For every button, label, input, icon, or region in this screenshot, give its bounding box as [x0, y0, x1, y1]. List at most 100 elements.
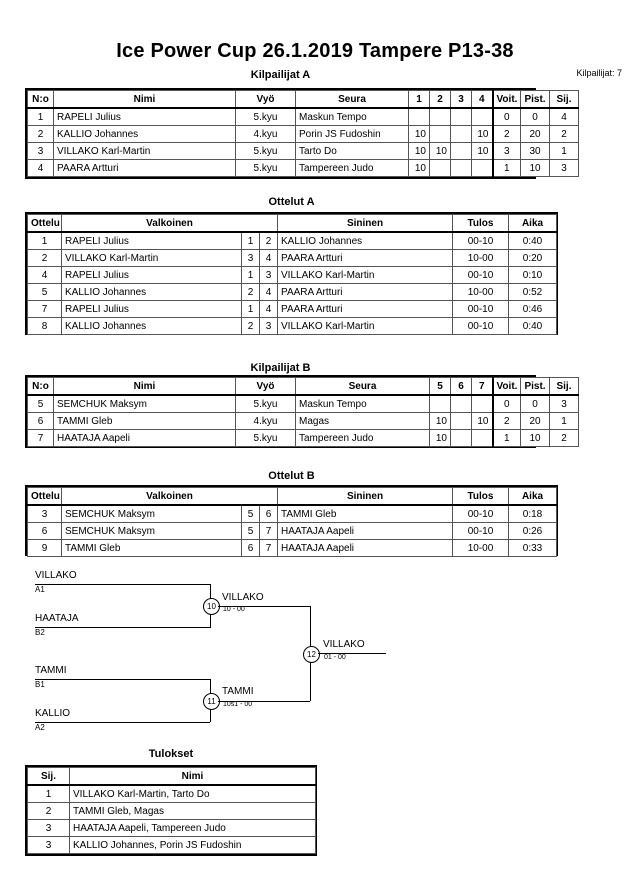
cell-opponent-2: 10 [429, 142, 451, 160]
cell-white-name: KALLIO Johannes [61, 283, 242, 301]
cell-club: Maskun Tempo [295, 394, 430, 413]
cell-blue-name: PAARA Artturi [277, 249, 454, 267]
cell-wins: 2 [491, 125, 521, 143]
bracket-match-number-10: 10 [203, 598, 220, 615]
cell-white-no: 2 [241, 317, 260, 335]
page-title: Ice Power Cup 26.1.2019 Tampere P13-38 [116, 40, 514, 62]
bracket-line [35, 627, 210, 628]
cell-white-name: VILLAKO Karl-Martin [61, 249, 242, 267]
col-result: Tulos [452, 487, 510, 506]
col-name: Nimi [69, 767, 316, 786]
cell-white-name: TAMMI Gleb [61, 539, 242, 557]
col-op-7: 7 [471, 377, 493, 396]
cell-club: Porin JS Fudoshin [295, 125, 409, 143]
matches-b-caption: Ottelut B [268, 470, 315, 482]
cell-white-name: SEMCHUK Maksym [61, 504, 242, 523]
pool-a-caption: Kilpailijat A [250, 69, 311, 81]
cell-club: Maskun Tempo [295, 107, 409, 126]
pool-a-header-row: N:o Nimi Vyö Seura 1 2 3 4 Voit. Pist. S… [27, 90, 579, 109]
cell-match-no: 7 [27, 300, 62, 318]
cell-time: 0:40 [508, 317, 558, 335]
cell-place: 2 [549, 429, 579, 447]
cell-opponent-1: 10 [408, 125, 430, 143]
cell-opponent-2 [450, 412, 472, 430]
cell-opponent-3 [471, 394, 493, 413]
cell-wins: 1 [491, 159, 521, 177]
bracket-seed-code-3: B1 [35, 680, 45, 689]
cell-time: 0:52 [508, 283, 558, 301]
pool-b-table: N:o Nimi Vyö Seura 5 6 7 Voit. Pist. Sij… [27, 377, 579, 447]
cell-white-no: 6 [241, 539, 260, 557]
cell-name: KALLIO Johannes [53, 125, 236, 143]
col-white: Valkoinen [60, 487, 279, 506]
cell-opponent-3 [450, 142, 472, 160]
cell-blue-name: PAARA Artturi [277, 300, 454, 318]
cell-white-name: RAPELI Julius [61, 300, 242, 318]
cell-blue-name: HAATAJA Aapeli [277, 522, 454, 540]
cell-opponent-4 [471, 159, 493, 177]
bracket-seed-name-4: KALLIO [35, 708, 71, 719]
cell-white-no: 5 [241, 522, 260, 540]
cell-blue-name: TAMMI Gleb [277, 504, 454, 523]
bracket-line [218, 606, 310, 607]
col-time: Aika [508, 487, 558, 506]
cell-time: 0:20 [508, 249, 558, 267]
cell-blue-no: 4 [258, 283, 279, 301]
cell-white-no: 1 [241, 300, 260, 318]
cell-points: 10 [520, 159, 550, 177]
bracket-seed-code-4: A2 [35, 723, 45, 732]
cell-blue-name: KALLIO Johannes [277, 231, 454, 250]
cell-match-no: 8 [27, 317, 62, 335]
col-name: Nimi [53, 90, 236, 109]
col-place: Sij. [27, 767, 70, 786]
cell-match-no: 1 [27, 231, 62, 250]
cell-points: 10 [520, 429, 550, 447]
cell-place: 1 [27, 784, 70, 803]
cell-name: PAARA Artturi [53, 159, 236, 177]
col-time: Aika [508, 214, 558, 233]
bracket-seed-name-2: HAATAJA [35, 613, 79, 624]
cell-opponent-4 [471, 107, 493, 126]
cell-name: TAMMI Gleb [53, 412, 236, 430]
cell-blue-no: 3 [258, 266, 279, 284]
cell-blue-name: PAARA Artturi [277, 283, 454, 301]
cell-match-no: 6 [27, 522, 62, 540]
col-op-4: 4 [471, 90, 493, 109]
bracket-seed-name-1: VILLAKO [35, 570, 77, 581]
cell-white-no: 3 [241, 249, 260, 267]
cell-result: 10-00 [452, 539, 510, 557]
cell-blue-no: 7 [258, 539, 279, 557]
cell-belt: 4.kyu [235, 412, 296, 430]
cell-result: 00-10 [452, 231, 510, 250]
cell-opponent-4: 10 [471, 125, 493, 143]
bracket-seed-code-1: A1 [35, 585, 45, 594]
cell-place: 3 [549, 394, 579, 413]
cell-result: 00-10 [452, 504, 510, 523]
matches-a-header-row: Ottelu Valkoinen Sininen Tulos Aika [27, 214, 558, 233]
cell-no: 6 [27, 412, 54, 430]
col-op-6: 6 [450, 377, 472, 396]
cell-wins: 0 [491, 394, 521, 413]
cell-place: 2 [549, 125, 579, 143]
matches-a-caption: Ottelut A [268, 196, 315, 208]
cell-white-name: KALLIO Johannes [61, 317, 242, 335]
col-belt: Vyö [235, 377, 296, 396]
col-no: N:o [27, 377, 54, 396]
cell-result: 00-10 [452, 522, 510, 540]
cell-name: KALLIO Johannes, Porin JS Fudoshin [69, 836, 316, 854]
cell-result: 10-00 [452, 283, 510, 301]
cell-result: 00-10 [452, 317, 510, 335]
tournament-bracket: VILLAKO A1 HAATAJA B2 10 VILLAKO 10 - 00… [25, 565, 445, 745]
